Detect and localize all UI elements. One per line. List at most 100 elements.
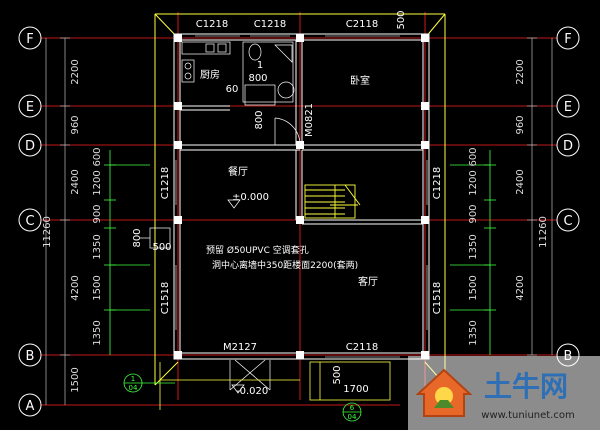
stair bbox=[304, 184, 361, 219]
room-label-dining: 餐厅 bbox=[228, 165, 248, 178]
subdim-right-0: 600 bbox=[468, 147, 479, 166]
subdim-left-1: 1200 bbox=[92, 170, 103, 195]
porch bbox=[159, 361, 391, 410]
dim-bath-label: 1 bbox=[257, 60, 263, 71]
axis-label-c-left: C bbox=[25, 214, 34, 229]
subdim-left-4: 1500 bbox=[92, 275, 103, 300]
axis-label-d-left: D bbox=[25, 139, 35, 154]
room-labels: 厨房 卧室 餐厅 客厅 bbox=[200, 68, 378, 288]
dim-kitchen-60: 60 bbox=[226, 84, 239, 95]
window-openings bbox=[175, 35, 428, 358]
watermark-brand: 土牛网 bbox=[484, 370, 568, 403]
axis-bubble-a-left bbox=[18, 393, 42, 417]
subdim-right-1: 1200 bbox=[468, 170, 479, 195]
axis-bubble-c-left bbox=[18, 208, 42, 232]
watermark-url: www.tuniunet.com bbox=[481, 410, 574, 421]
axis-bubble-d-right bbox=[556, 133, 580, 157]
axis-bubble-f-right bbox=[556, 26, 580, 50]
subdim-right-2: 900 bbox=[468, 204, 479, 223]
room-label-kitchen: 厨房 bbox=[200, 68, 220, 81]
window-label-right-upper: C1218 bbox=[432, 167, 443, 199]
house-logo-icon bbox=[415, 368, 473, 417]
left-dimension-labels: 2200 960 2400 4200 1500 11260 bbox=[42, 59, 81, 392]
detail-1-top: 1 bbox=[131, 375, 135, 383]
green-sub-dimensions bbox=[104, 150, 496, 355]
left-dimension-chain bbox=[45, 37, 70, 405]
subdim-right-4: 1500 bbox=[468, 275, 479, 300]
door-labels: M2127 M0821 bbox=[223, 103, 315, 353]
axis-label-f-left: F bbox=[26, 32, 33, 47]
axis-bubble-c-right bbox=[556, 208, 580, 232]
dim-bath-height: 800 bbox=[254, 110, 265, 129]
dim-right-cb: 4200 bbox=[515, 275, 526, 300]
axis-bubble-b-left bbox=[18, 343, 42, 367]
dim-left-ba: 1500 bbox=[70, 367, 81, 392]
right-sub-dimension-labels: 600 1200 900 1350 1500 1350 bbox=[468, 147, 479, 345]
axis-label-d-right: D bbox=[563, 139, 573, 154]
subdim-left-2: 900 bbox=[92, 204, 103, 223]
axis-bubble-d-left bbox=[18, 133, 42, 157]
dim-bath-width: 800 bbox=[248, 73, 267, 84]
detail-1-bottom: 04 bbox=[129, 384, 138, 392]
dim-left-total: 11260 bbox=[42, 216, 53, 248]
kitchen-fixtures bbox=[181, 41, 231, 83]
axis-bubble-e-left bbox=[18, 94, 42, 118]
window-label-left-upper: C1218 bbox=[160, 167, 171, 199]
subdim-left-0: 600 bbox=[92, 147, 103, 166]
axis-bubble-f-left bbox=[18, 26, 42, 50]
window-label-top-mid: C1218 bbox=[254, 19, 286, 30]
window-label-top-right: C2118 bbox=[346, 19, 378, 30]
window-label-top-small: 500 bbox=[396, 10, 407, 29]
level-indoor: ±0.000 bbox=[232, 192, 269, 203]
detail-2-bottom: 04 bbox=[348, 413, 357, 421]
vertical-axis-lines bbox=[177, 12, 426, 400]
dim-right-dc: 2400 bbox=[515, 169, 526, 194]
right-dimension-labels: 2200 960 2400 4200 11260 bbox=[515, 59, 549, 300]
right-dimension-chain bbox=[527, 37, 553, 356]
axis-label-b-left: B bbox=[26, 349, 35, 364]
axis-bubbles bbox=[18, 26, 580, 417]
axis-bubble-e-right bbox=[556, 94, 580, 118]
note-line-2: 洞中心离墙中350距楼面2200(套两) bbox=[212, 259, 358, 271]
level-markers bbox=[227, 199, 245, 394]
window-label-left-lower: C1518 bbox=[160, 282, 171, 314]
detail-indexes bbox=[123, 373, 362, 422]
door-label-bedroom: M0821 bbox=[304, 103, 315, 137]
room-label-bedroom: 卧室 bbox=[350, 74, 370, 87]
window-label-top-left: C1218 bbox=[196, 19, 228, 30]
ac-hole-detail bbox=[140, 227, 171, 249]
subdim-left-5: 1350 bbox=[92, 320, 103, 345]
dim-right-total: 11260 bbox=[538, 216, 549, 248]
dim-left-ed: 960 bbox=[70, 115, 81, 134]
dim-left-dc: 2400 bbox=[70, 169, 81, 194]
subdim-right-3: 1350 bbox=[468, 234, 479, 259]
detail-2-top: 6 bbox=[350, 404, 355, 412]
dim-right-ed: 960 bbox=[515, 115, 526, 134]
axis-label-a-left: A bbox=[26, 399, 35, 414]
window-labels: C1218 C1218 C2118 500 C1218 C1518 C1218 … bbox=[160, 10, 443, 353]
dim-porch-500: 500 bbox=[332, 365, 343, 384]
axis-label-f-right: F bbox=[564, 32, 571, 47]
room-label-living: 客厅 bbox=[358, 275, 378, 288]
axis-label-e-left: E bbox=[26, 100, 34, 115]
note-line-1: 预留 Ø50UPVC 空调套孔 bbox=[206, 244, 309, 256]
axis-label-e-right: E bbox=[564, 100, 572, 115]
door-label-main: M2127 bbox=[223, 342, 257, 353]
left-sub-dimension-labels: 600 1200 900 1350 1500 1350 bbox=[92, 147, 103, 345]
axis-label-c-right: C bbox=[563, 214, 572, 229]
subdim-right-5: 1350 bbox=[468, 320, 479, 345]
dim-right-fe: 2200 bbox=[515, 59, 526, 84]
notes: 预留 Ø50UPVC 空调套孔 洞中心离墙中350距楼面2200(套两) bbox=[206, 244, 358, 271]
subdim-left-3: 1350 bbox=[92, 234, 103, 259]
level-outdoor: -0.020 bbox=[236, 386, 268, 397]
dim-left-cb: 4200 bbox=[70, 275, 81, 300]
level-labels: ±0.000 -0.020 bbox=[232, 192, 269, 397]
detail-index-labels: 1 04 6 04 bbox=[129, 375, 357, 421]
window-label-right-lower: C1518 bbox=[432, 282, 443, 314]
dim-porch-1700: 1700 bbox=[343, 384, 368, 395]
bath-fixtures bbox=[242, 41, 295, 106]
dim-ac-hole-800: 800 bbox=[132, 228, 143, 247]
dim-left-fe: 2200 bbox=[70, 59, 81, 84]
dim-ac-hole-500: 500 bbox=[152, 242, 171, 253]
